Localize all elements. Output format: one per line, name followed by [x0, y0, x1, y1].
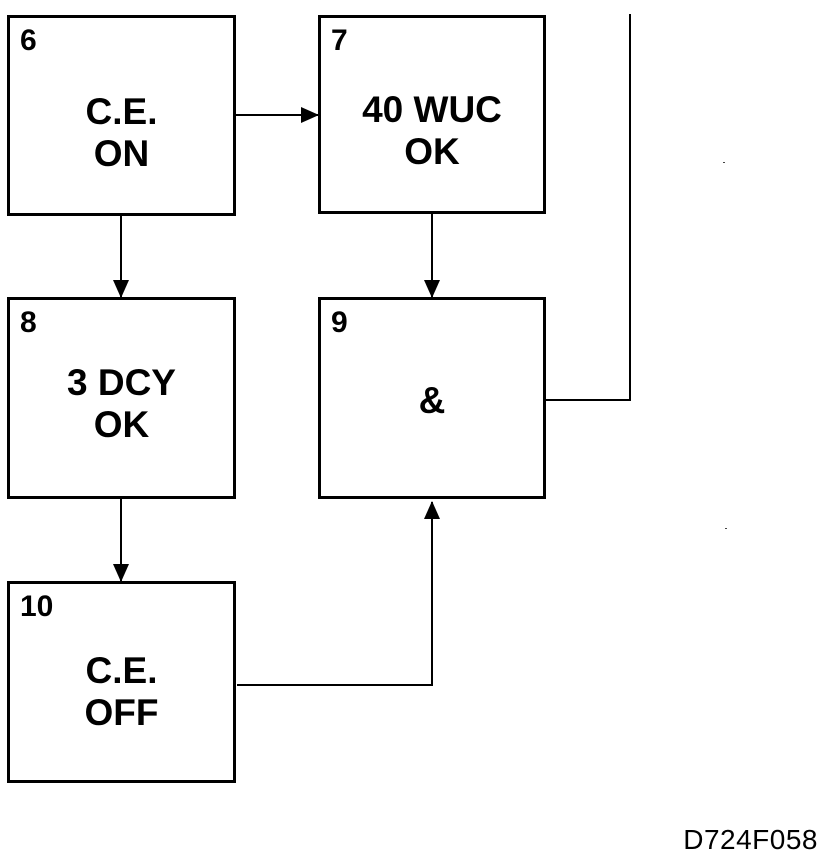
block-label: & — [418, 380, 446, 421]
block-10-ce-off: 10 C.E. OFF — [7, 581, 236, 783]
arrow-10-to-9 — [237, 501, 440, 686]
block-7-40-wuc-ok: 7 40 WUC OK — [318, 15, 546, 214]
block-label: 40 WUC OK — [362, 89, 502, 172]
block-label: 3 DCY OK — [67, 362, 176, 445]
scan-speck — [725, 528, 727, 529]
block-number: 6 — [20, 24, 37, 57]
block-number: 9 — [331, 306, 348, 339]
block-label: C.E. OFF — [84, 650, 159, 733]
scan-speck — [723, 162, 725, 163]
block-8-3-dcy-ok: 8 3 DCY OK — [7, 297, 236, 499]
block-number: 10 — [20, 590, 54, 623]
block-number: 8 — [20, 306, 37, 339]
figure-id: D724F058 — [683, 824, 818, 855]
line-9-output — [546, 14, 631, 401]
block-label: C.E. ON — [85, 91, 158, 174]
block-number: 7 — [331, 24, 348, 57]
block-9-and: 9 & — [318, 297, 546, 499]
block-6-ce-on: 6 C.E. ON — [7, 15, 236, 216]
